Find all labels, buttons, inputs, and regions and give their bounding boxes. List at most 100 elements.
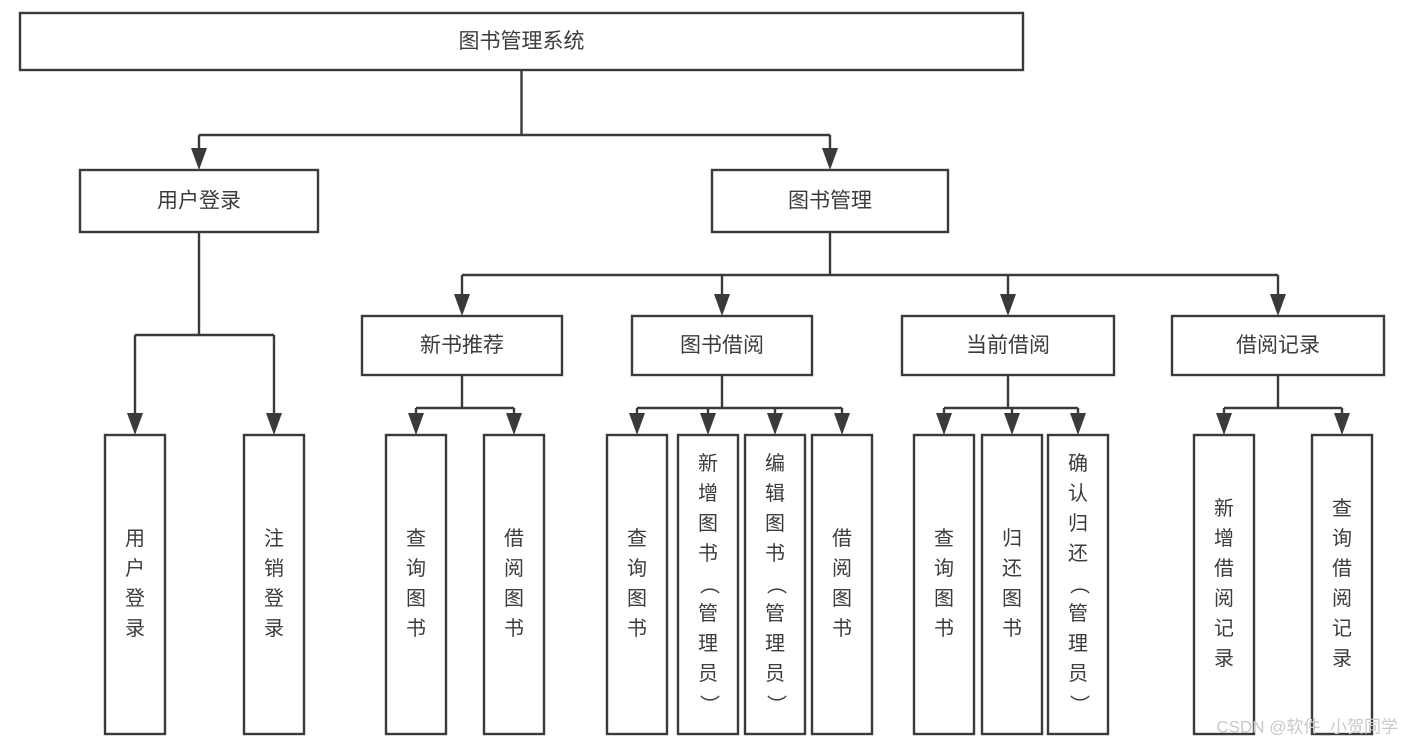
node-leaf-query-record-char: 借	[1332, 557, 1352, 580]
node-leaf-logout-login-char: 录	[264, 618, 284, 640]
node-leaf-edit-book-char: 编	[765, 452, 785, 475]
node-leaf-add-record-char: 阅	[1214, 587, 1234, 610]
node-leaf-query-book-2-box[interactable]	[605, 433, 669, 736]
arrowhead-icon	[767, 413, 783, 435]
node-leaf-borrow-book-2-char: 阅	[832, 557, 852, 580]
node-leaf-return-book-char: 书	[1002, 617, 1022, 640]
node-leaf-confirm-return-char: 管	[1068, 602, 1088, 625]
node-leaf-return-book-char: 归	[1002, 527, 1022, 550]
node-leaf-edit-book-box[interactable]	[743, 433, 807, 736]
node-new-book-recommend-box[interactable]	[360, 314, 564, 377]
node-new-book-recommend[interactable]: 新书推荐	[360, 314, 564, 377]
node-book-manage[interactable]: 图书管理	[710, 168, 950, 234]
node-leaf-add-book-char: 增	[698, 482, 718, 505]
node-borrow-record-box[interactable]	[1170, 314, 1386, 377]
node-leaf-add-record-box[interactable]	[1192, 433, 1256, 736]
node-leaf-confirm-return-char: 还	[1068, 542, 1088, 565]
node-leaf-query-record-char: 询	[1332, 527, 1352, 550]
arrowhead-icon	[506, 413, 522, 435]
node-leaf-logout-login-char: 注	[264, 527, 284, 550]
connector-layer	[127, 70, 1350, 435]
node-leaf-borrow-book-2-char: 借	[832, 527, 852, 550]
node-leaf-borrow-book-2-box[interactable]	[810, 433, 874, 736]
node-leaf-add-book-box[interactable]	[676, 433, 740, 736]
node-user-login-label: 用户登录	[157, 190, 241, 213]
node-leaf-query-book-1-char: 图	[406, 588, 426, 610]
arrowhead-icon	[834, 413, 850, 435]
arrowhead-icon	[936, 413, 952, 435]
node-leaf-borrow-book-1-box[interactable]	[482, 433, 546, 736]
node-leaf-user-login-char: 录	[125, 618, 145, 640]
node-leaf-query-book-3-char: 询	[934, 557, 954, 580]
node-leaf-confirm-return-char: ）	[1068, 695, 1091, 715]
node-leaf-borrow-book-1-char: 阅	[504, 557, 524, 580]
node-book-borrow[interactable]: 图书借阅	[630, 314, 814, 377]
node-leaf-add-book-char: 管	[698, 602, 718, 625]
arrowhead-icon	[629, 413, 645, 435]
node-current-borrow[interactable]: 当前借阅	[900, 314, 1116, 377]
arrowhead-icon	[408, 413, 424, 435]
node-current-borrow-box[interactable]	[900, 314, 1116, 377]
node-leaf-confirm-return-char: 归	[1068, 512, 1088, 535]
node-leaf-user-login-char: 用	[125, 528, 145, 550]
node-borrow-record-label: 借阅记录	[1236, 334, 1320, 357]
arrowhead-icon	[266, 413, 282, 435]
node-user-login-box[interactable]	[78, 168, 320, 234]
node-leaf-logout-login-box[interactable]	[242, 433, 306, 736]
arrowhead-icon	[822, 148, 838, 170]
arrowhead-icon	[1000, 294, 1016, 316]
node-leaf-return-book-char: 图	[1002, 588, 1022, 610]
node-book-manage-label: 图书管理	[788, 190, 872, 213]
node-root-root-box[interactable]	[18, 11, 1025, 72]
node-leaf-add-record-char: 借	[1214, 557, 1234, 580]
node-leaf-query-book-1-char: 书	[406, 617, 426, 640]
node-leaf-add-book-char: ）	[698, 695, 721, 715]
node-leaf-user-login[interactable]: 用户登录	[103, 433, 167, 736]
node-borrow-record[interactable]: 借阅记录	[1170, 314, 1386, 377]
node-leaf-return-book-box[interactable]	[980, 433, 1044, 736]
node-leaf-add-record-char: 录	[1214, 648, 1234, 670]
node-leaf-query-book-3-char: 图	[934, 588, 954, 610]
watermark-label: CSDN @软件_小贺同学	[1216, 717, 1398, 736]
node-leaf-query-record-char: 阅	[1332, 587, 1352, 610]
node-leaf-add-record-char: 新	[1214, 497, 1234, 520]
node-book-borrow-box[interactable]	[630, 314, 814, 377]
node-leaf-query-record-char: 录	[1332, 648, 1352, 670]
node-leaf-edit-book-char: 理	[765, 633, 785, 655]
node-user-login[interactable]: 用户登录	[78, 168, 320, 234]
node-leaf-query-book-3-box[interactable]	[912, 433, 976, 736]
node-leaf-return-book-char: 还	[1002, 557, 1022, 580]
node-root-root-label: 图书管理系统	[459, 30, 585, 53]
node-leaf-confirm-return-char: 认	[1068, 482, 1088, 505]
node-leaf-user-login-box[interactable]	[103, 433, 167, 736]
node-leaf-add-book-char: 图	[698, 513, 718, 535]
node-leaf-edit-book-char: 管	[765, 602, 785, 625]
node-leaf-add-book-char: 新	[698, 452, 718, 475]
node-leaf-borrow-book-2-char: 图	[832, 588, 852, 610]
node-leaf-query-book-1-box[interactable]	[384, 433, 448, 736]
node-leaf-query-record-box[interactable]	[1310, 433, 1374, 736]
node-book-manage-box[interactable]	[710, 168, 950, 234]
arrowhead-icon	[714, 294, 730, 316]
node-root-root[interactable]: 图书管理系统	[18, 11, 1025, 72]
node-leaf-edit-book-char: （	[765, 575, 788, 595]
node-leaf-confirm-return-box[interactable]	[1046, 433, 1110, 736]
arrowhead-icon	[127, 413, 143, 435]
node-leaf-add-book-char: 理	[698, 633, 718, 655]
arrowhead-icon	[1216, 413, 1232, 435]
node-leaf-user-login-char: 户	[125, 557, 145, 580]
